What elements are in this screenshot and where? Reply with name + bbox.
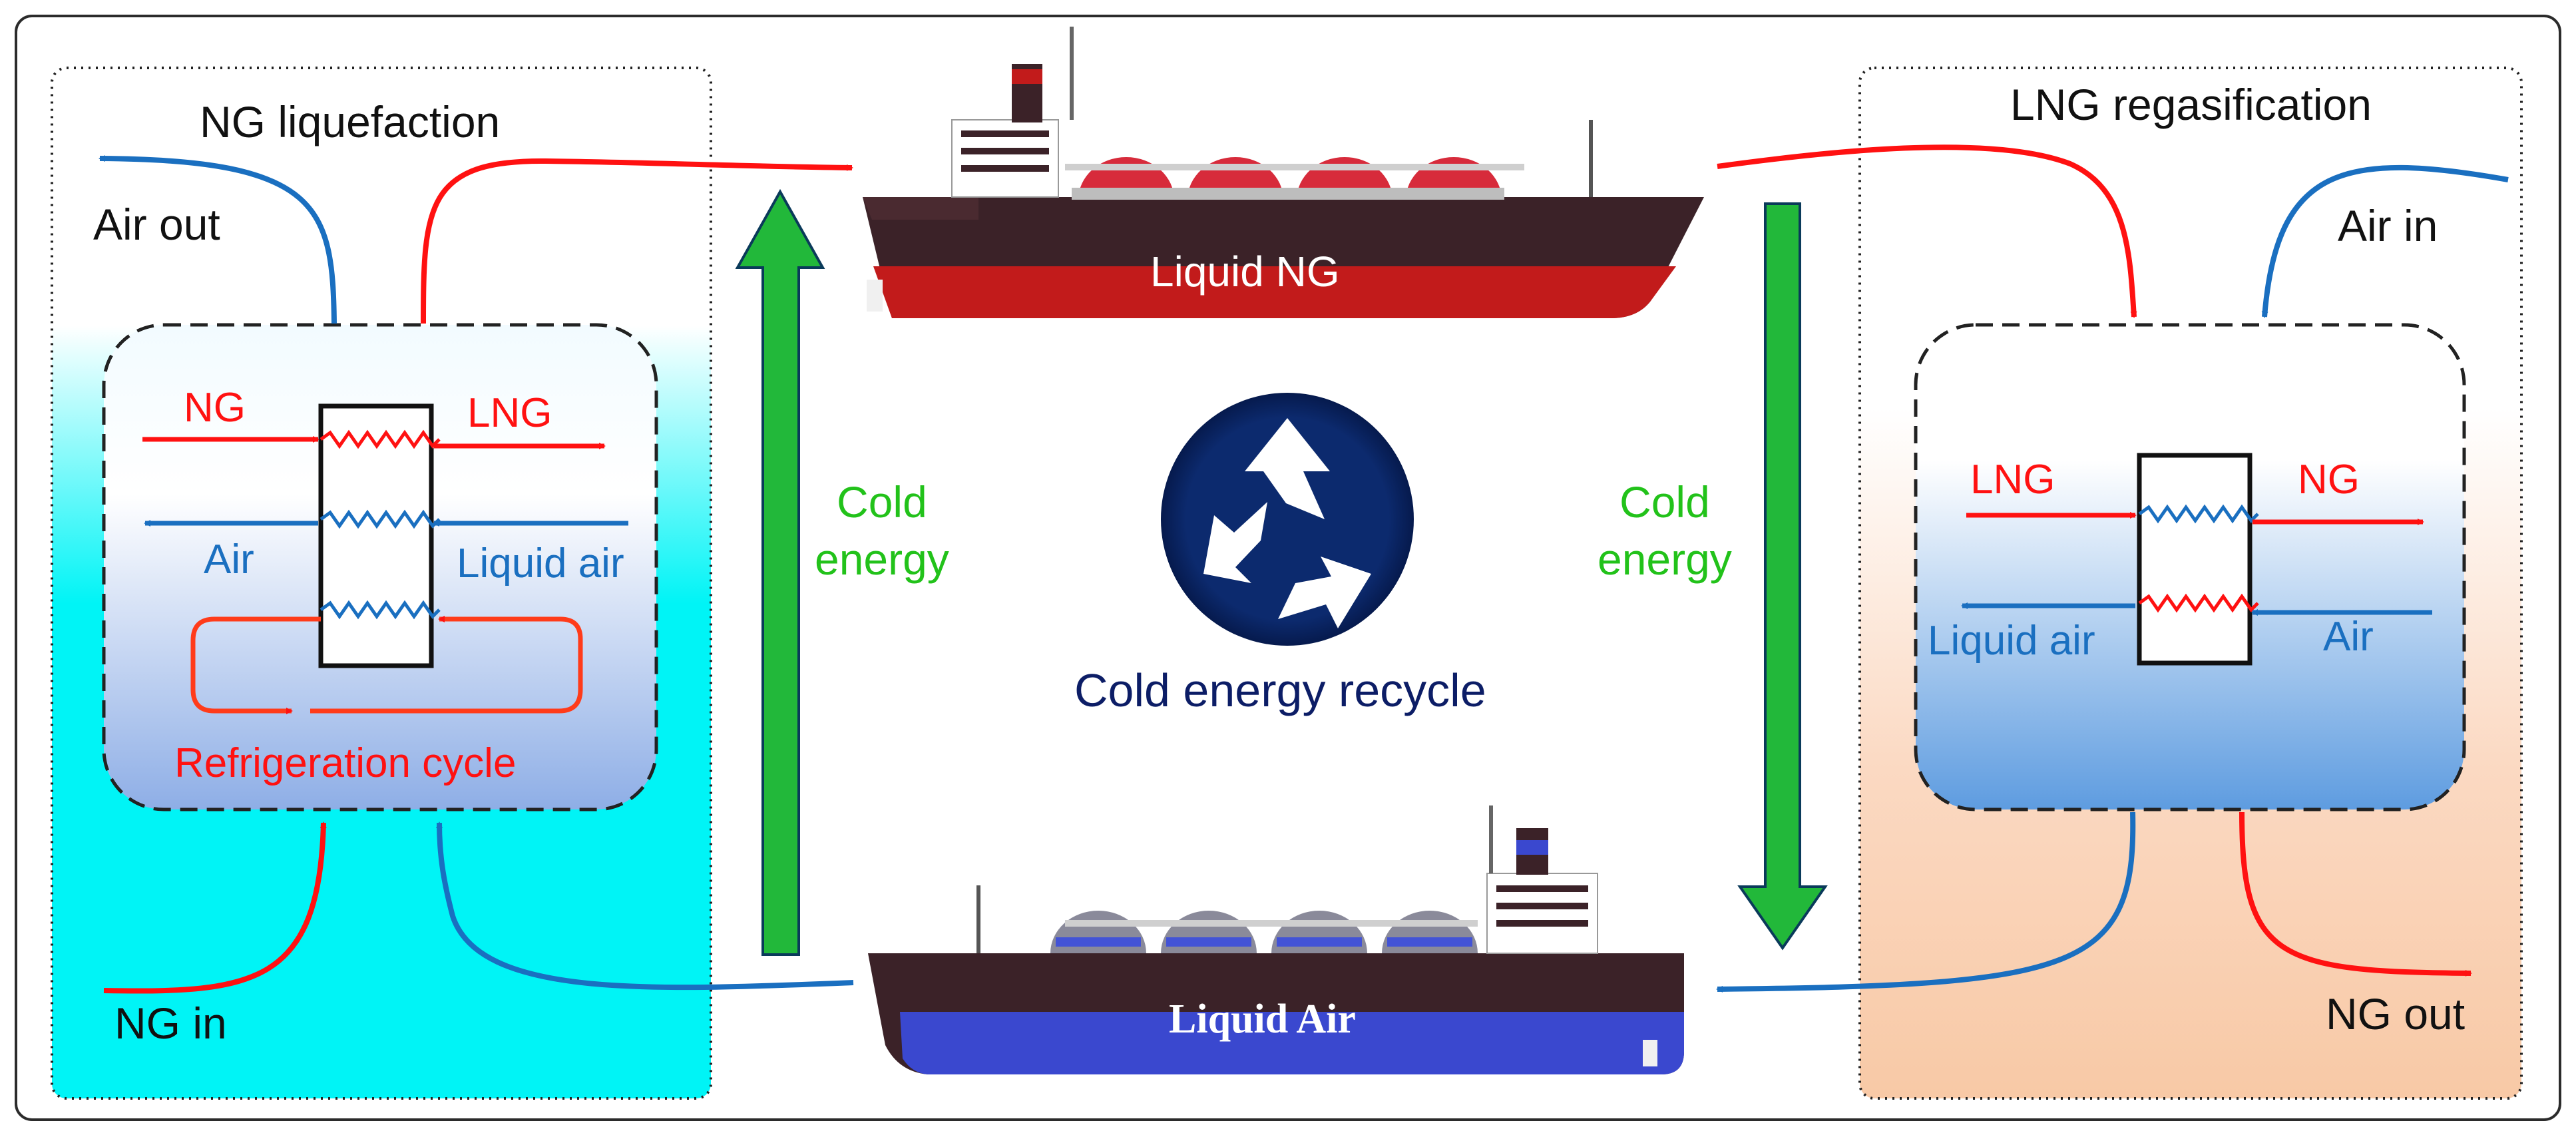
ng-out-label: NG out [2326,989,2466,1038]
refrigeration-loop-left [190,616,321,714]
right-liquid-air-label: Liquid air [1928,618,2095,664]
cold-energy-left-label: Cold energy [815,477,949,584]
cold-energy-recycle-label: Cold energy recycle [1074,664,1486,716]
lng-to-ship-flow [421,158,853,324]
ng-in-flow [103,821,327,994]
air-ship [868,805,1684,1074]
left-lng-label: LNG [467,390,552,436]
left-air-label: Air [204,537,254,582]
air-out-label: Air out [93,200,220,249]
recycle-icon [1161,393,1414,646]
right-ng-label: NG [2298,457,2360,503]
liquid-air-return-flow [436,821,854,991]
right-lng-label: LNG [1970,457,2055,503]
cold-energy-up-arrow [735,188,825,956]
right-heat-exchanger [2137,453,2259,666]
regasification-title: LNG regasification [2010,80,2372,129]
left-liquid-air-label: Liquid air [457,541,624,586]
cold-energy-down-arrow [1737,202,1828,951]
air-in-flow [2261,164,2509,318]
left-heat-exchanger [318,403,441,668]
refrigeration-cycle-label: Refrigeration cycle [174,740,517,786]
liquid-air-ship-label: Liquid Air [1169,997,1356,1042]
lng-ship [863,27,1704,318]
lng-to-regas-flow [1717,144,2137,318]
left-ng-label: NG [184,385,246,431]
cold-energy-right-label: Cold energy [1598,477,1732,584]
refrigeration-loop-right [310,616,583,714]
liquid-air-to-ship-flow [1716,811,2136,993]
air-out-flow [99,155,337,324]
ng-out-flow [2239,811,2472,977]
liquid-ng-ship-label: Liquid NG [1150,248,1340,296]
liquefaction-title: NG liquefaction [200,97,501,146]
air-in-label: Air in [2338,201,2438,250]
ng-in-label: NG in [114,999,227,1048]
right-air-label: Air [2323,614,2374,660]
